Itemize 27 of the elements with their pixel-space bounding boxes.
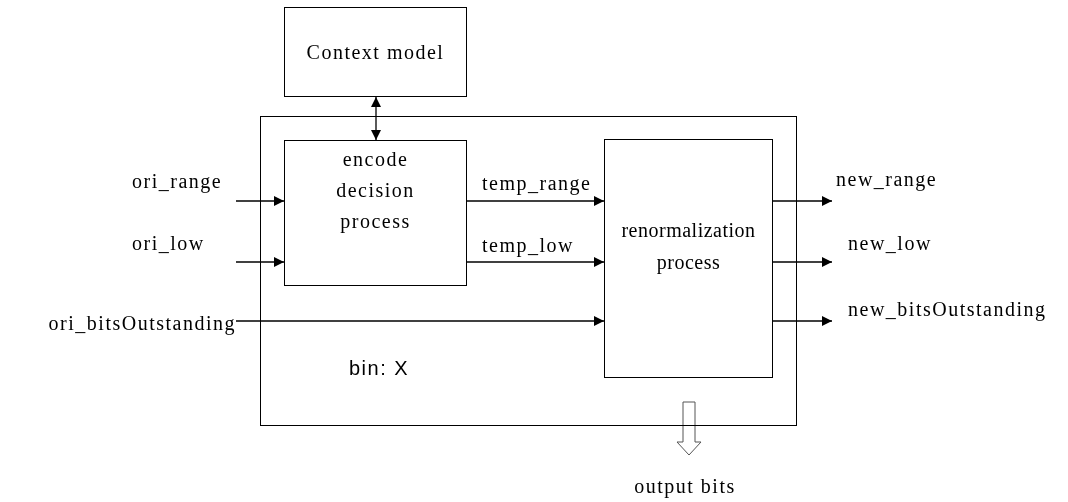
arrow bbox=[235, 257, 285, 267]
box-label: encode decision process bbox=[335, 147, 416, 235]
arrow bbox=[466, 257, 605, 267]
box-label: bin: X bbox=[349, 356, 410, 381]
arrow bbox=[772, 316, 833, 326]
hollow-arrow bbox=[676, 401, 702, 456]
box-label: Context model bbox=[306, 40, 445, 65]
signal-label: new_range bbox=[832, 164, 982, 202]
edge-label: temp_low bbox=[482, 233, 574, 259]
process-box bbox=[284, 140, 467, 286]
signal-label: ori_bitsOutstanding bbox=[4, 308, 236, 334]
arrow bbox=[235, 316, 605, 326]
arrow bbox=[235, 196, 285, 206]
signal-label: new_bitsOutstanding bbox=[832, 294, 1066, 322]
signal-label: ori_low bbox=[132, 228, 236, 263]
box-label: renormalization process bbox=[620, 218, 757, 276]
signal-label: ori_range bbox=[132, 166, 236, 202]
process-box bbox=[604, 139, 773, 378]
signal-label: new_low bbox=[832, 228, 982, 263]
signal-label: output bits bbox=[620, 455, 750, 501]
arrow bbox=[772, 257, 833, 267]
container-box bbox=[260, 116, 797, 426]
arrow bbox=[772, 196, 833, 206]
arrow bbox=[466, 196, 605, 206]
process-box bbox=[284, 7, 467, 97]
arrow bbox=[371, 96, 381, 141]
edge-label: temp_range bbox=[482, 171, 592, 197]
